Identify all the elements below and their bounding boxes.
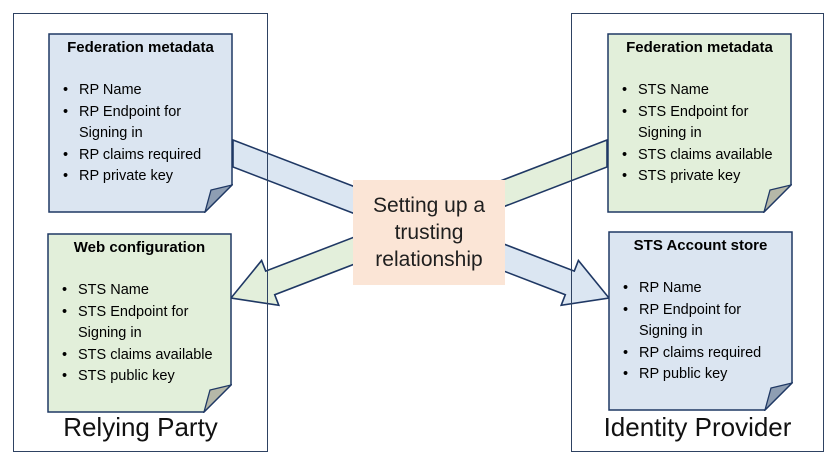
list-item: •STS Name	[59, 280, 230, 302]
relying-party-label: Relying Party	[63, 412, 218, 442]
center-title-box: Setting up a trusting relationship	[353, 180, 505, 285]
list-item: •STS Endpoint for Signing in	[59, 302, 230, 345]
note-bullet-list: •RP Name •RP Endpoint for Signing in •RP…	[48, 80, 233, 188]
note-sts-account-store: STS Account store •RP Name •RP Endpoint …	[608, 231, 793, 411]
center-title-line: relationship	[375, 248, 483, 271]
bullet-icon: •	[623, 301, 629, 318]
list-item: •RP Endpoint for Signing in	[60, 102, 231, 145]
folded-corner-note-shape	[608, 231, 793, 411]
bullet-icon: •	[623, 280, 629, 296]
folded-corner-note-shape	[607, 33, 792, 213]
list-item: •RP claims required	[620, 343, 791, 365]
bullet-icon: •	[63, 103, 69, 120]
folded-corner	[764, 382, 793, 411]
list-item: •STS public key	[59, 366, 230, 388]
bullet-icon: •	[622, 168, 628, 184]
bullet-icon: •	[62, 282, 68, 298]
bullet-icon: •	[622, 82, 628, 98]
bullet-icon: •	[623, 366, 629, 382]
note-bullet-list: •STS Name •STS Endpoint for Signing in •…	[47, 280, 232, 388]
list-item: •STS Name	[619, 80, 790, 102]
note-title: Federation metadata	[67, 39, 214, 56]
folded-corner-note-shape	[48, 33, 233, 213]
bullet-icon: •	[62, 346, 68, 363]
folded-corner	[203, 384, 232, 413]
bullet-icon: •	[623, 344, 629, 361]
note-title: Web configuration	[73, 239, 206, 256]
bullet-icon: •	[63, 168, 69, 184]
note-bullet-list: •STS Name •STS Endpoint for Signing in •…	[607, 80, 792, 188]
bullet-icon: •	[62, 303, 68, 320]
list-item: •RP Name	[620, 278, 791, 300]
list-item: •RP Name	[60, 80, 231, 102]
list-item: •RP claims required	[60, 145, 231, 167]
list-item: •STS private key	[619, 166, 790, 188]
list-item: •RP public key	[620, 364, 791, 386]
note-title: STS Account store	[633, 237, 768, 254]
identity-provider-label: Identity Provider	[603, 412, 792, 442]
note-sts-federation-metadata: Federation metadata •STS Name •STS Endpo…	[607, 33, 792, 213]
folded-corner-note-shape	[47, 233, 232, 413]
bullet-icon: •	[63, 146, 69, 163]
relying-party-container	[13, 13, 268, 452]
bullet-icon: •	[63, 82, 69, 98]
note-rp-federation-metadata: Federation metadata •RP Name •RP Endpoin…	[48, 33, 233, 213]
bullet-icon: •	[62, 368, 68, 384]
center-title-line: Setting up a	[372, 194, 486, 217]
list-item: •STS claims available	[619, 145, 790, 167]
identity-provider-container	[571, 13, 824, 452]
bullet-icon: •	[622, 103, 628, 120]
bullet-icon: •	[622, 146, 628, 163]
note-title: Federation metadata	[626, 39, 773, 56]
list-item: •RP Endpoint for Signing in	[620, 300, 791, 343]
note-web-configuration: Web configuration •STS Name •STS Endpoin…	[47, 233, 232, 413]
folded-corner	[204, 184, 233, 213]
note-bullet-list: •RP Name •RP Endpoint for Signing in •RP…	[608, 278, 793, 386]
list-item: •RP private key	[60, 166, 231, 188]
list-item: •STS claims available	[59, 345, 230, 367]
folded-corner	[763, 184, 792, 213]
center-title-line: trusting	[394, 221, 464, 244]
list-item: •STS Endpoint for Signing in	[619, 102, 790, 145]
